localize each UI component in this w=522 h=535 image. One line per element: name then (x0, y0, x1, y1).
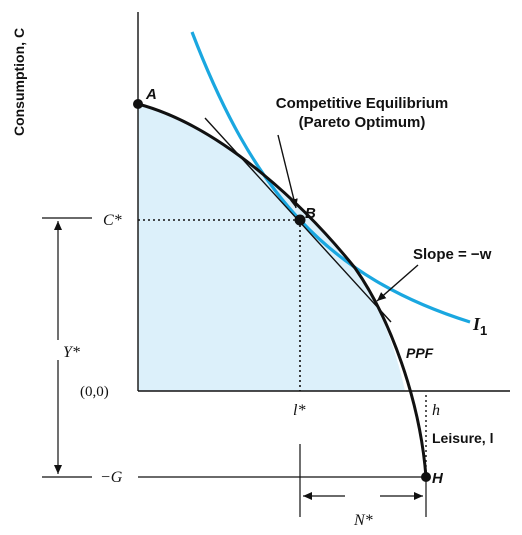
ppf-curve (137, 102, 428, 478)
h-label: h (432, 402, 440, 419)
indifference-subscript: 1 (480, 323, 487, 338)
ppf-label: PPF (406, 345, 434, 361)
equilibrium-label-line1: Competitive Equilibrium (276, 95, 449, 112)
point-h-label: H (432, 470, 444, 487)
point-h-dot (421, 472, 431, 482)
n-star-label: N* (353, 512, 373, 529)
indifference-label: I1 (472, 314, 487, 338)
y-star-label: Y* (63, 344, 80, 361)
equilibrium-label-line2: (Pareto Optimum) (299, 114, 426, 131)
neg-g-label: −G (100, 469, 123, 486)
point-a-label: A (145, 86, 157, 103)
l-star-label: l* (293, 402, 305, 419)
feasible-region (138, 104, 405, 391)
slope-arrow (376, 264, 419, 302)
point-a-dot (133, 99, 143, 109)
point-b-dot (294, 214, 306, 226)
origin-label: (0,0) (80, 384, 109, 400)
equilibrium-arrow (277, 134, 298, 209)
point-b-label: B (305, 205, 316, 222)
y-axis-label: Consumption, C (11, 28, 27, 136)
indifference-letter: I (472, 314, 481, 334)
slope-label: Slope = −w (413, 246, 492, 263)
c-star-label: C* (103, 212, 122, 229)
x-axis-label: Leisure, l (432, 430, 493, 446)
